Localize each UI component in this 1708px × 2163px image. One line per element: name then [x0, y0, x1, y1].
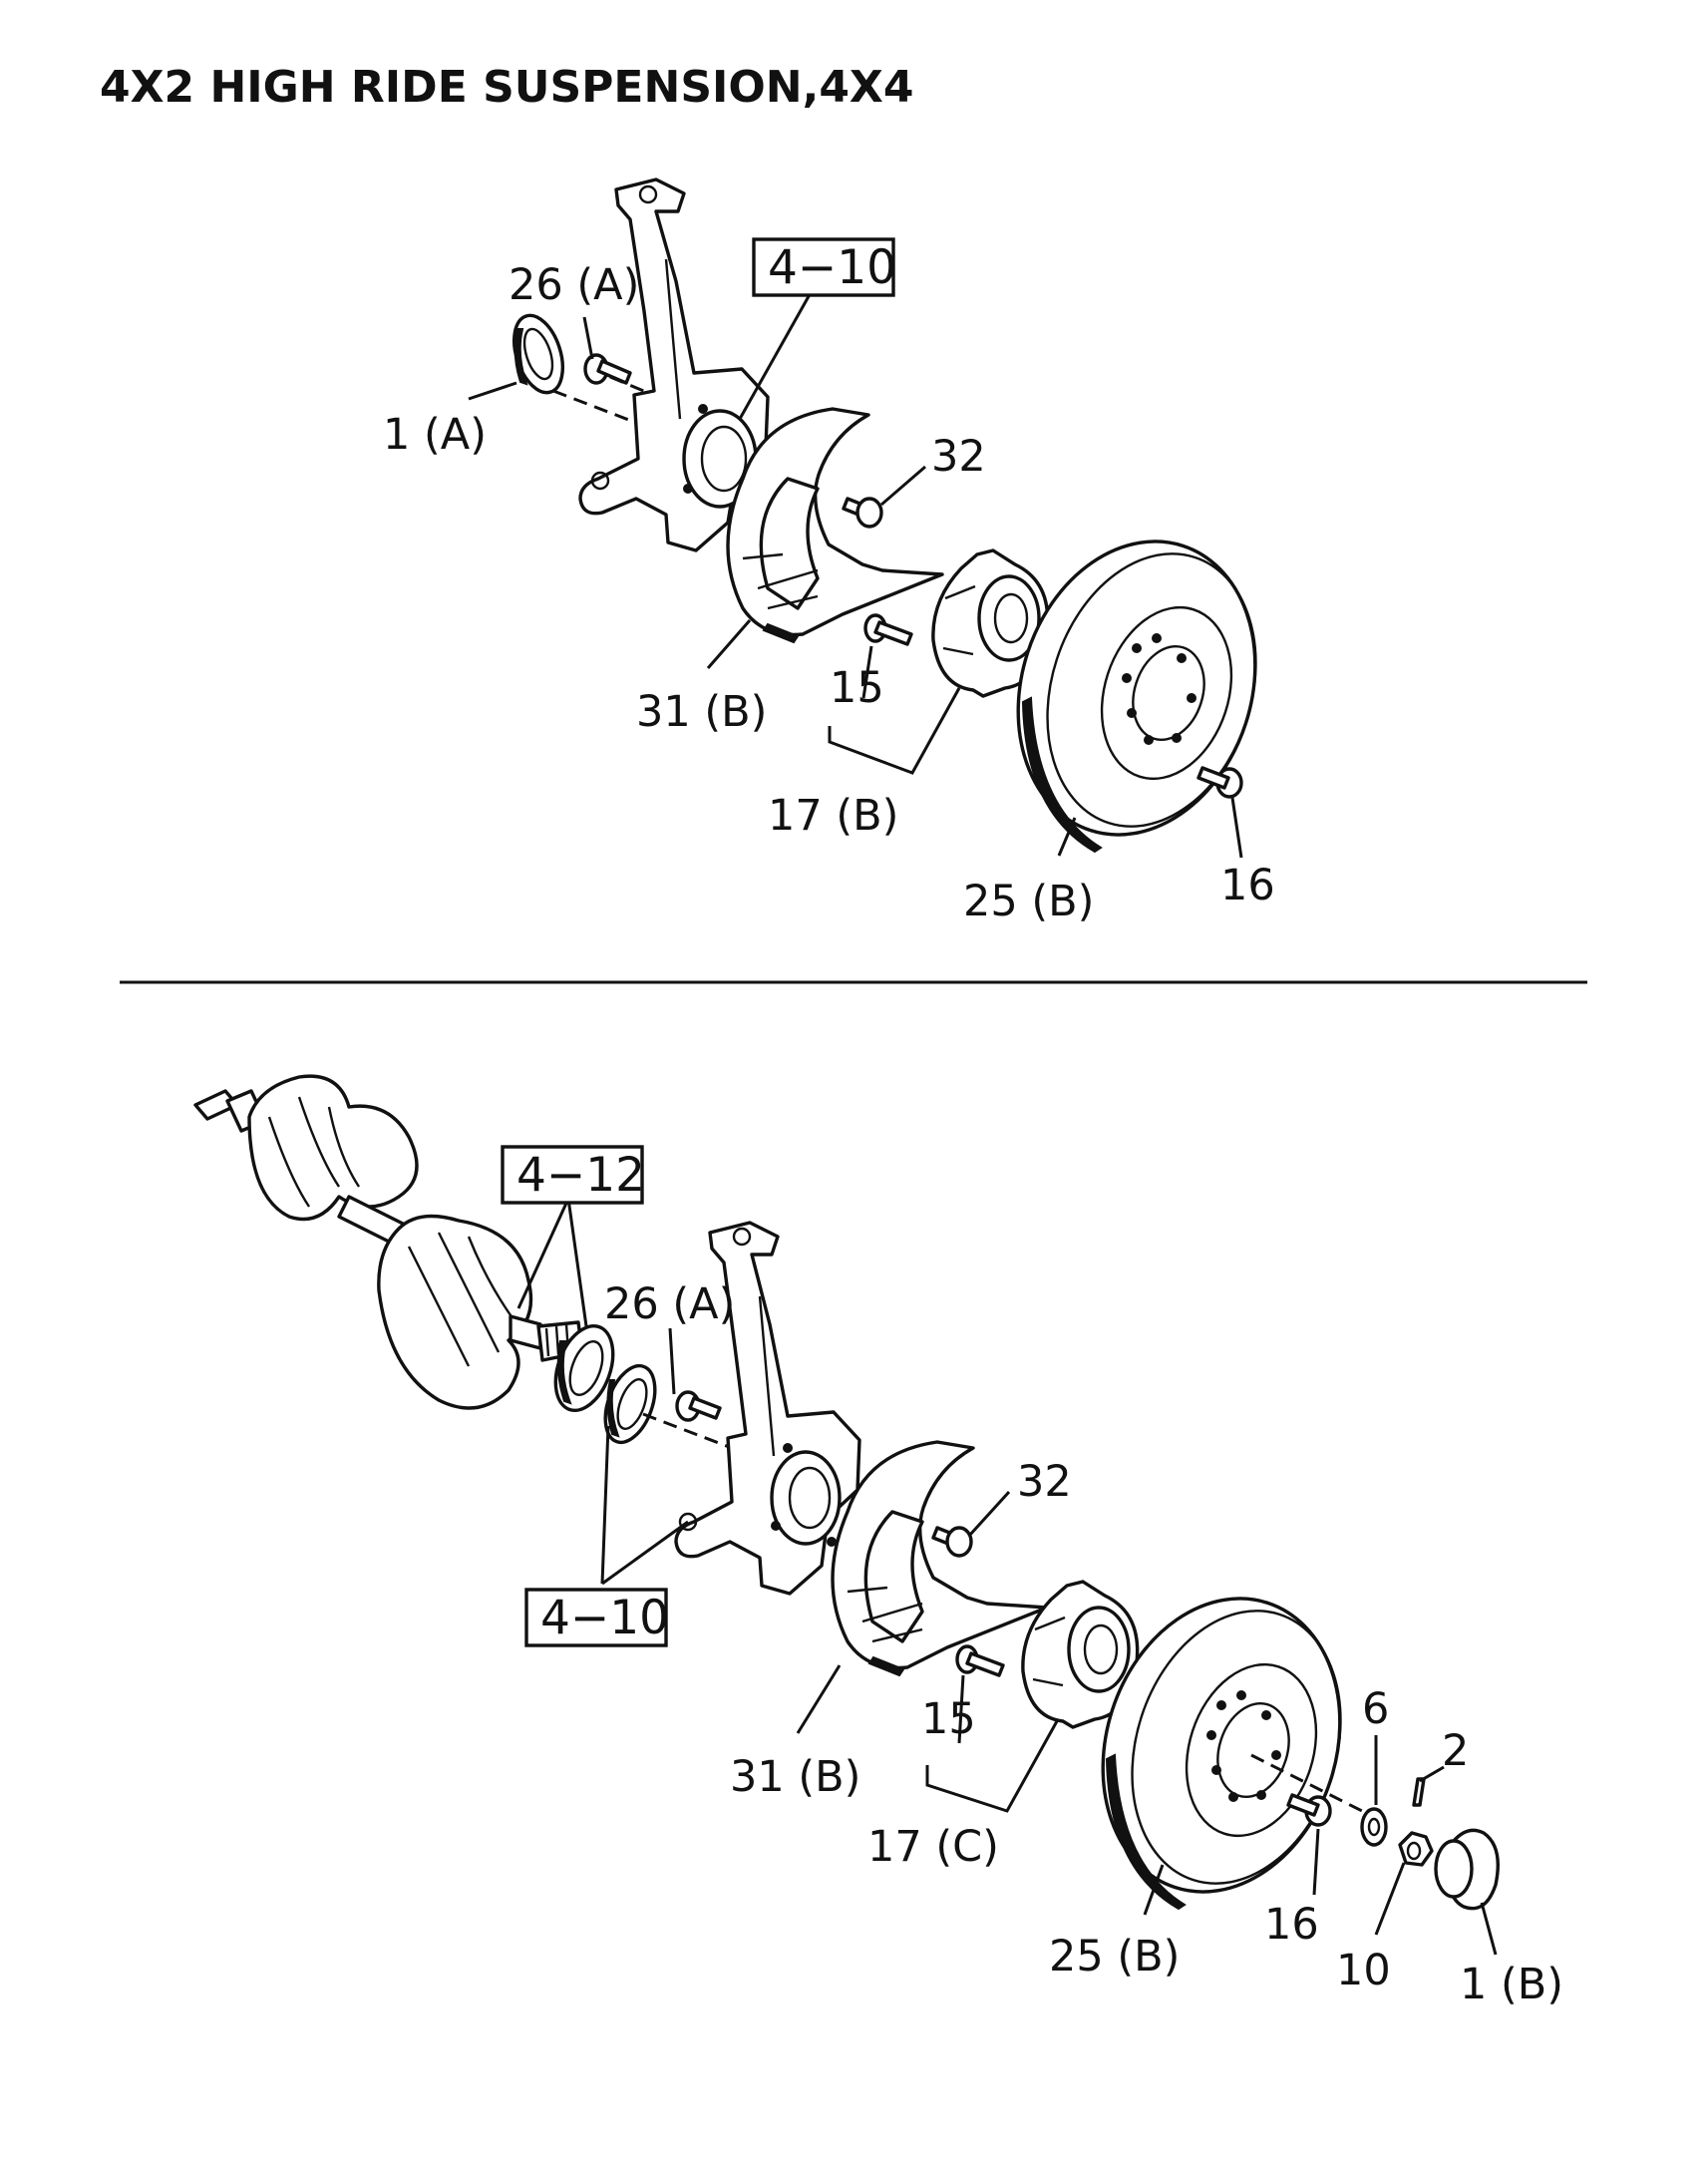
- bolt-26a-bottom: [675, 1390, 722, 1422]
- label-16: 16: [1220, 861, 1275, 910]
- hub-17b-top: [931, 548, 1050, 698]
- label-26a: 26 (A): [509, 260, 639, 310]
- label-31b: 31 (B): [636, 687, 767, 737]
- bolt-15-top: [863, 613, 913, 646]
- label-2: 2: [1442, 1726, 1469, 1776]
- label-25b-bottom: 25 (B): [1049, 1932, 1180, 1982]
- cotter-pin-2: [1412, 1777, 1426, 1807]
- hub-17c-bottom: [1021, 1580, 1140, 1729]
- assembly-dashline: [609, 375, 659, 399]
- label-17b: 17 (B): [768, 791, 898, 841]
- bolt-26a-top: [583, 353, 632, 385]
- label-1a: 1 (A): [383, 410, 487, 460]
- bolt-16-bottom: [1286, 1793, 1332, 1827]
- bottom-assembly: 4−12 26 (A) 32 4−10 31 (B) 15 17 (C) 25 …: [193, 1074, 1563, 2009]
- top-assembly: 1 (A) 26 (A) 4−10 32 31 (B) 15 17 (B) 25…: [383, 178, 1275, 926]
- disc-rotor-25b-bottom: [1101, 1597, 1342, 1911]
- oil-seal-1a: [512, 313, 565, 395]
- label-10: 10: [1336, 1946, 1391, 1995]
- bolt-32-top: [842, 497, 883, 529]
- label-15-bottom: 15: [921, 1694, 976, 1744]
- label-6: 6: [1362, 1684, 1389, 1734]
- label-32-bottom: 32: [1017, 1457, 1072, 1507]
- label-16-bottom: 16: [1264, 1900, 1319, 1950]
- label-26a-bottom: 26 (A): [604, 1279, 735, 1329]
- dust-shield-31b-bottom: [831, 1440, 1049, 1677]
- bolt-32-bottom: [931, 1526, 973, 1558]
- page-title: 4X2 HIGH RIDE SUSPENSION,4X4: [100, 62, 914, 113]
- cap-1b: [1434, 1828, 1500, 1911]
- leader-lines-bottom: [516, 1198, 1498, 1956]
- bolt-15-bottom: [955, 1644, 1005, 1677]
- steering-knuckle-top: [578, 178, 770, 552]
- label-25b: 25 (B): [963, 877, 1094, 926]
- label-1b: 1 (B): [1460, 1960, 1563, 2009]
- label-32: 32: [931, 432, 986, 482]
- ref-box-4-10: [752, 237, 895, 297]
- nut-10: [1398, 1831, 1434, 1867]
- ref-box-4-12: [501, 1145, 644, 1205]
- ref-4-12: 4−12: [516, 1148, 645, 1203]
- washer-6: [1360, 1807, 1388, 1847]
- dust-shield-31b-top: [726, 407, 944, 644]
- label-31b-bottom: 31 (B): [730, 1752, 860, 1802]
- seal-4-12: [553, 1324, 615, 1412]
- disc-rotor-25b-top: [1016, 540, 1257, 854]
- ref-4-10-bottom: 4−10: [540, 1591, 669, 1645]
- label-15: 15: [830, 663, 884, 713]
- bolt-16-top: [1196, 766, 1243, 799]
- steering-knuckle-bottom: [674, 1221, 861, 1596]
- leader-lines-top: [468, 288, 1243, 859]
- label-17c: 17 (C): [867, 1822, 999, 1872]
- ref-4-10: 4−10: [768, 240, 896, 295]
- ref-box-4-10-bottom: [524, 1588, 668, 1647]
- drive-shaft: [193, 1074, 584, 1410]
- seal-4-10: [603, 1363, 657, 1445]
